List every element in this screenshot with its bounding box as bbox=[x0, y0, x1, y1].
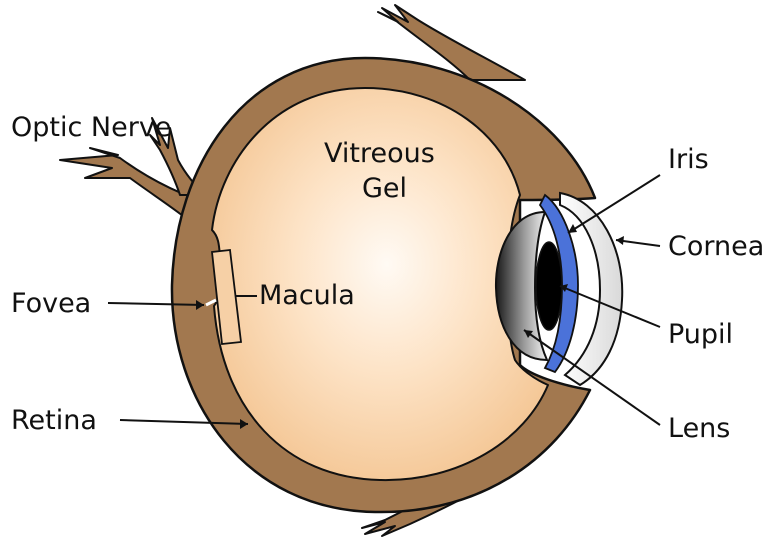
label-vitreous: Vitreous bbox=[324, 138, 435, 169]
pupil-shape bbox=[536, 242, 562, 330]
label-cornea: Cornea bbox=[668, 231, 764, 262]
label-fovea: Fovea bbox=[11, 288, 91, 319]
label-lens: Lens bbox=[668, 413, 730, 444]
arrowhead-cornea bbox=[616, 236, 624, 245]
label-gel: Gel bbox=[362, 173, 407, 204]
label-optic-nerve: Optic Nerve bbox=[11, 112, 171, 143]
label-iris: Iris bbox=[668, 144, 709, 175]
label-retina: Retina bbox=[11, 405, 97, 436]
label-pupil: Pupil bbox=[668, 319, 733, 350]
label-macula: Macula bbox=[259, 280, 355, 311]
